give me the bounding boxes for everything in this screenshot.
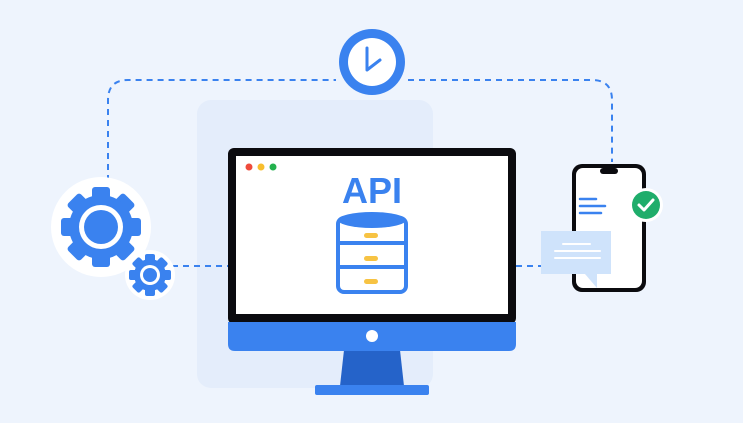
window-dot-red	[245, 163, 253, 171]
window-dot-green	[269, 163, 277, 171]
screen-heading: API	[342, 170, 402, 211]
chat-bubble-icon	[541, 231, 611, 288]
connector-top-dashed	[107, 79, 613, 192]
gear-small-icon	[125, 250, 175, 300]
window-dot-yellow	[257, 163, 265, 171]
database-icon	[336, 212, 408, 294]
gear-large-icon	[51, 177, 151, 277]
monitor-icon: API	[228, 148, 516, 395]
phone-text-lines	[578, 197, 607, 215]
monitor-stand	[340, 350, 404, 386]
check-icon	[629, 188, 663, 222]
clock-icon	[339, 29, 405, 95]
monitor-power-button	[366, 330, 378, 342]
monitor-base	[315, 385, 429, 395]
